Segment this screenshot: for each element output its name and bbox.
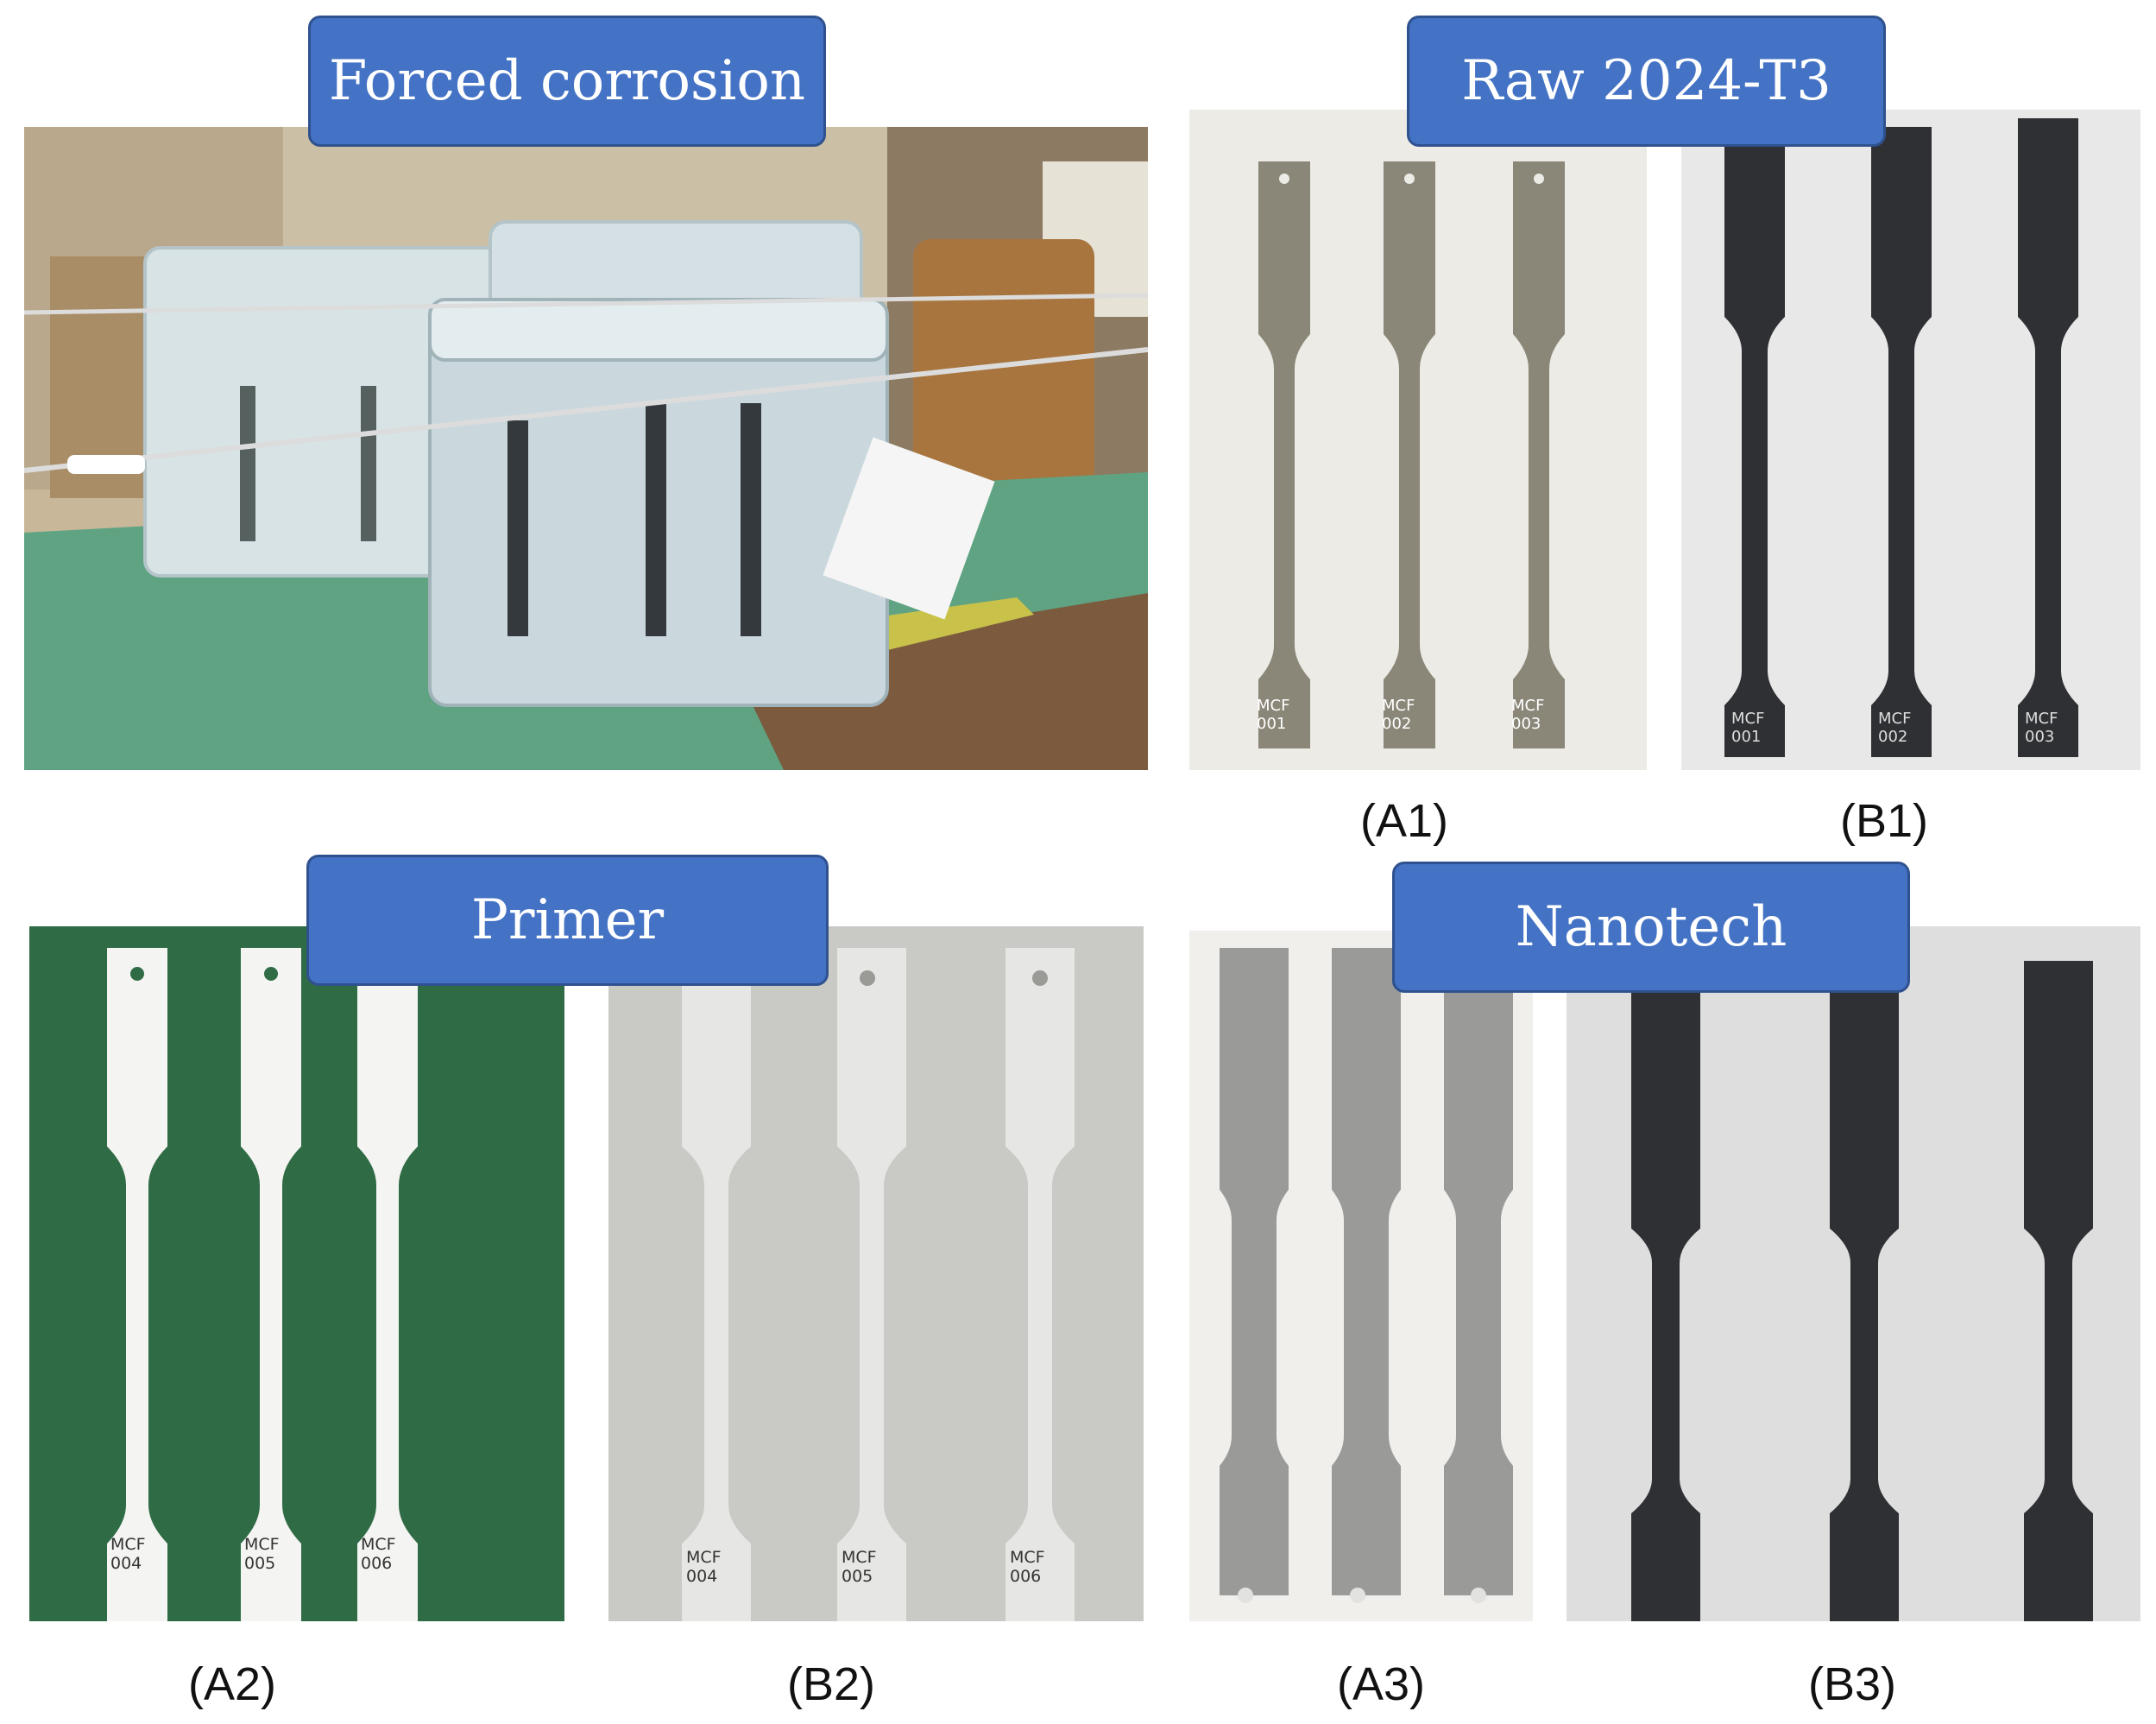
photo-b3-nanotech-corroded <box>1567 926 2140 1621</box>
specimen-label: MCF 002 <box>1382 697 1415 733</box>
raw-specimens-corroded <box>1681 110 2140 770</box>
specimen-label: MCF 002 <box>1878 710 1912 746</box>
caption-b2: (B2) <box>786 1658 875 1710</box>
caption-b1: (B1) <box>1839 795 1928 847</box>
forced-corrosion-scene <box>24 127 1148 770</box>
forced-corrosion-photo <box>24 127 1148 770</box>
photo-a1-raw: MCF 001 MCF 002 MCF 003 <box>1189 110 1647 770</box>
caption-a3: (A3) <box>1336 1658 1425 1710</box>
photo-a3-nanotech <box>1189 931 1533 1621</box>
specimen-label: MCF 003 <box>2025 710 2058 746</box>
specimen-label: MCF 006 <box>361 1535 396 1573</box>
banner-nanotech: Nanotech <box>1392 862 1910 993</box>
photo-b2-primer-corroded: MCF 004 MCF 005 MCF 006 <box>608 926 1144 1621</box>
nanotech-specimens-uncorroded <box>1189 931 1533 1621</box>
photo-a2-primer: MCF 004 MCF 005 MCF 006 <box>29 926 564 1621</box>
specimen-label: MCF 004 <box>110 1535 146 1573</box>
photo-b1-raw-corroded: MCF 001 MCF 002 MCF 003 <box>1681 110 2140 770</box>
caption-a2: (A2) <box>187 1658 276 1710</box>
specimen-label: MCF 005 <box>842 1548 877 1586</box>
specimen-label: MCF 003 <box>1511 697 1545 733</box>
caption-a1: (A1) <box>1359 795 1448 847</box>
raw-specimens-uncorroded <box>1189 110 1647 770</box>
specimen-label: MCF 001 <box>1257 697 1290 733</box>
banner-forced-corrosion: Forced corrosion <box>308 16 826 147</box>
specimen-label: MCF 004 <box>686 1548 722 1586</box>
banner-primer: Primer <box>306 855 829 986</box>
nanotech-specimens-corroded <box>1567 926 2140 1621</box>
caption-b3: (B3) <box>1807 1658 1896 1710</box>
primer-specimens-corroded <box>608 926 1144 1621</box>
primer-specimens-uncorroded <box>29 926 564 1621</box>
specimen-label: MCF 006 <box>1010 1548 1045 1586</box>
specimen-label: MCF 001 <box>1731 710 1765 746</box>
banner-raw-2024-t3: Raw 2024-T3 <box>1407 16 1886 147</box>
specimen-label: MCF 005 <box>244 1535 280 1573</box>
